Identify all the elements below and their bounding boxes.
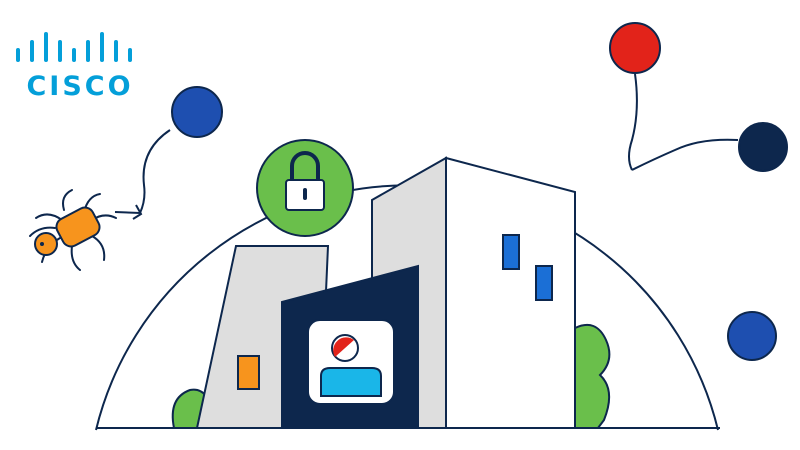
arrowhead-left xyxy=(132,204,143,220)
red-dot-top-right xyxy=(609,22,661,74)
blue-dot-top-left xyxy=(171,86,223,138)
right-bush xyxy=(574,324,611,429)
cisco-bridge-bars-icon xyxy=(16,32,132,62)
lock-icon xyxy=(256,139,354,237)
arrow-from-blue-dot xyxy=(114,129,171,215)
person-icon xyxy=(320,334,382,397)
cisco-wordmark: CISCO xyxy=(26,71,134,102)
tall-building-front-face xyxy=(445,156,576,429)
navy-dot-right xyxy=(738,122,788,172)
left-building-window xyxy=(237,355,260,390)
cisco-logo: CISCO xyxy=(14,30,154,110)
blue-dot-right xyxy=(727,311,777,361)
bug-icon xyxy=(29,189,117,271)
arrow-from-navy-dot xyxy=(631,138,739,171)
arrow-from-red-dot xyxy=(628,73,638,171)
tall-building-window-2 xyxy=(535,265,553,301)
tall-building-window-1 xyxy=(502,234,520,270)
